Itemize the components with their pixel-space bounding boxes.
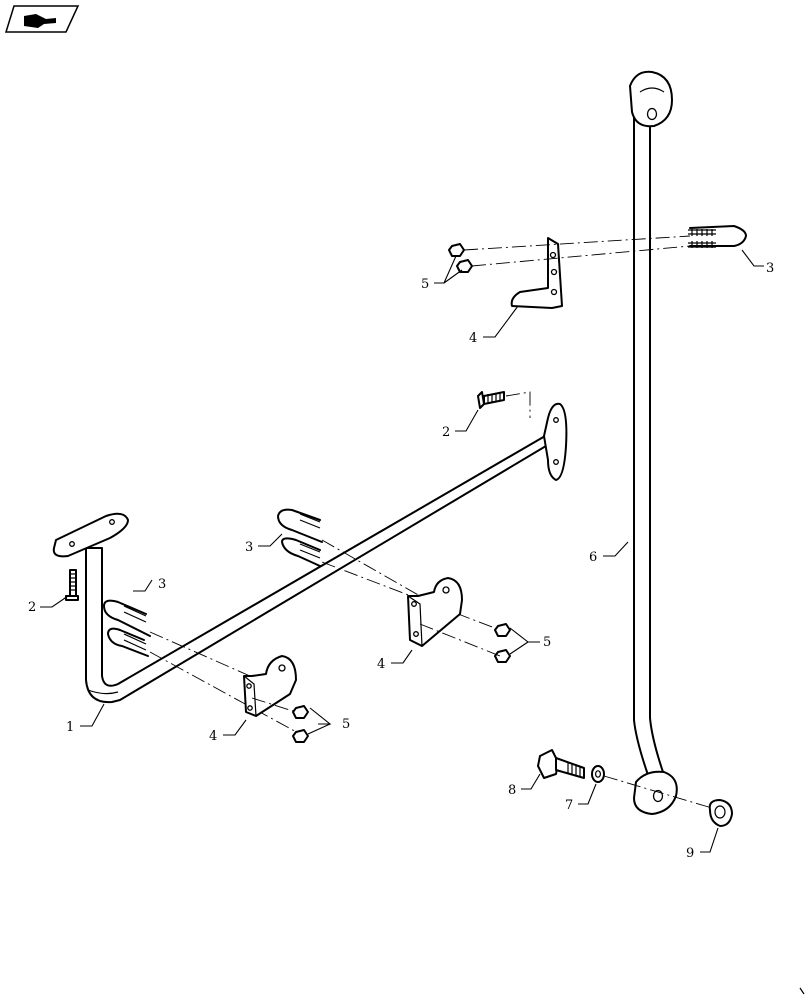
upper-nuts (448, 243, 473, 273)
middle-u-bolt (277, 508, 323, 567)
bushing (708, 799, 733, 827)
callout-5-middle[interactable]: 5 (543, 635, 551, 650)
vertical-handle-bar (629, 70, 678, 815)
horizontal-handle-bar (52, 402, 568, 704)
callout-2-upper[interactable]: 2 (442, 425, 450, 440)
callout-9[interactable]: 9 (686, 846, 694, 861)
callout-3-lower[interactable]: 3 (158, 577, 166, 592)
callout-6[interactable]: 6 (589, 550, 597, 565)
callout-4-middle[interactable]: 4 (377, 657, 385, 672)
upper-u-bolt (688, 225, 747, 248)
callout-3-upper[interactable]: 3 (766, 261, 774, 276)
callout-4-lower[interactable]: 4 (209, 729, 217, 744)
callout-5-upper[interactable]: 5 (421, 277, 429, 292)
callout-7[interactable]: 7 (565, 798, 573, 813)
callout-2-lower[interactable]: 2 (28, 600, 36, 615)
corner-mark (799, 987, 805, 995)
middle-nuts (494, 623, 511, 663)
callout-8[interactable]: 8 (508, 783, 516, 798)
pointing-hand-icon[interactable] (4, 5, 80, 33)
callout-5-lower[interactable]: 5 (342, 717, 350, 732)
screw-upper (477, 391, 505, 409)
hex-bolt (537, 749, 585, 779)
callout-3-middle[interactable]: 3 (245, 540, 253, 555)
lower-u-bolt (103, 599, 151, 657)
callout-leaders (40, 249, 764, 853)
lower-mounting-bracket (243, 655, 297, 717)
washer (591, 765, 605, 783)
middle-mounting-bracket (407, 577, 463, 647)
upper-mounting-bracket (510, 237, 563, 309)
callout-4-upper[interactable]: 4 (469, 331, 477, 346)
callout-1[interactable]: 1 (66, 720, 74, 735)
lower-nuts (292, 705, 309, 743)
screw-lower (65, 569, 79, 601)
